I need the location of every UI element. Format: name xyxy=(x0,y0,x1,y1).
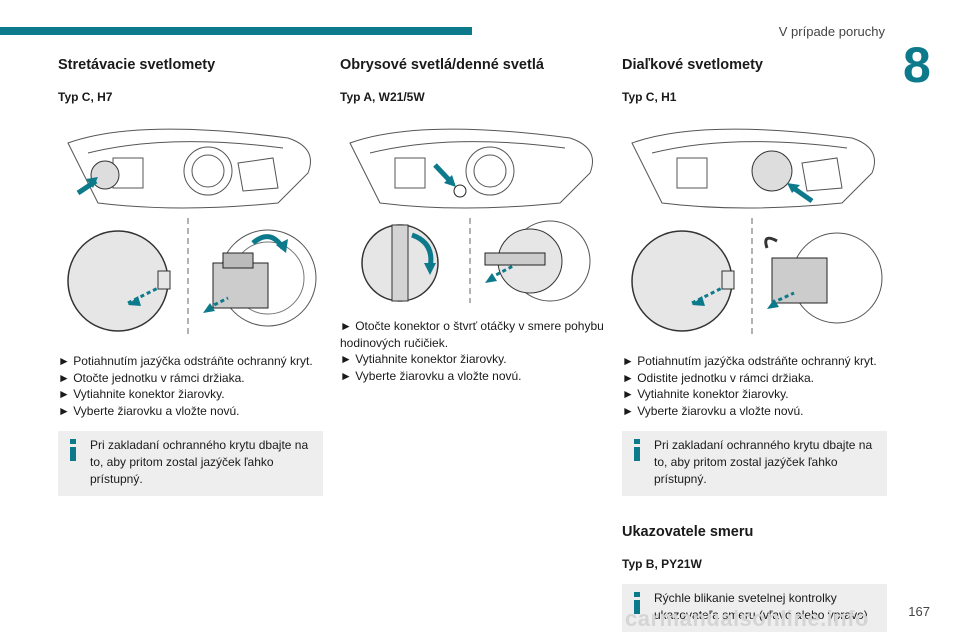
step-text: ► Otočte konektor o štvrť otáčky v smere… xyxy=(340,319,604,350)
instruction-steps: ► Potiahnutím jazýčka odstráňte ochranný… xyxy=(58,353,323,419)
step-text: ► Vytiahnite konektor žiarovky. xyxy=(58,387,225,401)
section-title: Ukazovatele smeru xyxy=(622,524,754,540)
section-subtitle: Typ C, H7 xyxy=(58,90,113,104)
header-accent-bar xyxy=(0,27,472,35)
info-note: Pri zakladaní ochranného krytu dbajte na… xyxy=(622,431,887,496)
step-text: ► Vyberte žiarovku a vložte novú. xyxy=(622,403,804,418)
page-number: 167 xyxy=(908,604,930,619)
step-text: ► Vytiahnite konektor žiarovky. xyxy=(622,387,789,401)
instruction-steps: ► Potiahnutím jazýčka odstráňte ochranný… xyxy=(622,353,887,419)
section-subtitle: Typ C, H1 xyxy=(622,90,677,104)
section-title: Obrysové svetlá/denné svetlá xyxy=(340,57,544,73)
step-text: ► Odistite jednotku v rámci držiaka. xyxy=(622,370,814,385)
step-text: ► Potiahnutím jazýčka odstráňte ochranný… xyxy=(58,354,313,368)
column-low-beam: Stretávacie svetlomety Typ C, H7 xyxy=(58,55,323,496)
info-icon xyxy=(70,439,76,461)
headlamp-illustration xyxy=(340,113,605,308)
column-high-beam: Diaľkové svetlomety Typ C, H1 ► Po xyxy=(622,55,887,632)
note-text: Pri zakladaní ochranného krytu dbajte na… xyxy=(90,438,309,486)
info-note: Rýchle blikanie svetelnej kontrolky ukaz… xyxy=(622,584,887,632)
step-text: ► Otočte jednotku v rámci držiaka. xyxy=(58,370,245,385)
note-text: Pri zakladaní ochranného krytu dbajte na… xyxy=(654,438,873,486)
section-subtitle: Typ B, PY21W xyxy=(622,557,702,571)
section-title: Diaľkové svetlomety xyxy=(622,57,763,73)
section-subtitle: Typ A, W21/5W xyxy=(340,90,425,104)
step-text: ► Potiahnutím jazýčka odstráňte ochranný… xyxy=(622,354,877,368)
note-text: Rýchle blikanie svetelnej kontrolky ukaz… xyxy=(654,591,868,622)
watermark: carmanualsonline.info xyxy=(625,606,869,631)
instruction-steps: ► Otočte konektor o štvrť otáčky v smere… xyxy=(340,318,605,384)
info-icon xyxy=(634,439,640,461)
section-title: Stretávacie svetlomety xyxy=(58,57,216,73)
step-text: ► Vytiahnite konektor žiarovky. xyxy=(340,352,507,366)
info-icon xyxy=(634,592,640,614)
step-text: ► Vyberte žiarovku a vložte novú. xyxy=(340,368,522,383)
column-position-lights: Obrysové svetlá/denné svetlá Typ A, W21/… xyxy=(340,55,605,384)
header-title: V prípade poruchy xyxy=(778,24,885,39)
info-note: Pri zakladaní ochranného krytu dbajte na… xyxy=(58,431,323,496)
headlamp-illustration xyxy=(622,113,887,343)
headlamp-illustration xyxy=(58,113,323,343)
chapter-number: 8 xyxy=(903,37,931,93)
step-text: ► Vyberte žiarovku a vložte novú. xyxy=(58,403,240,418)
